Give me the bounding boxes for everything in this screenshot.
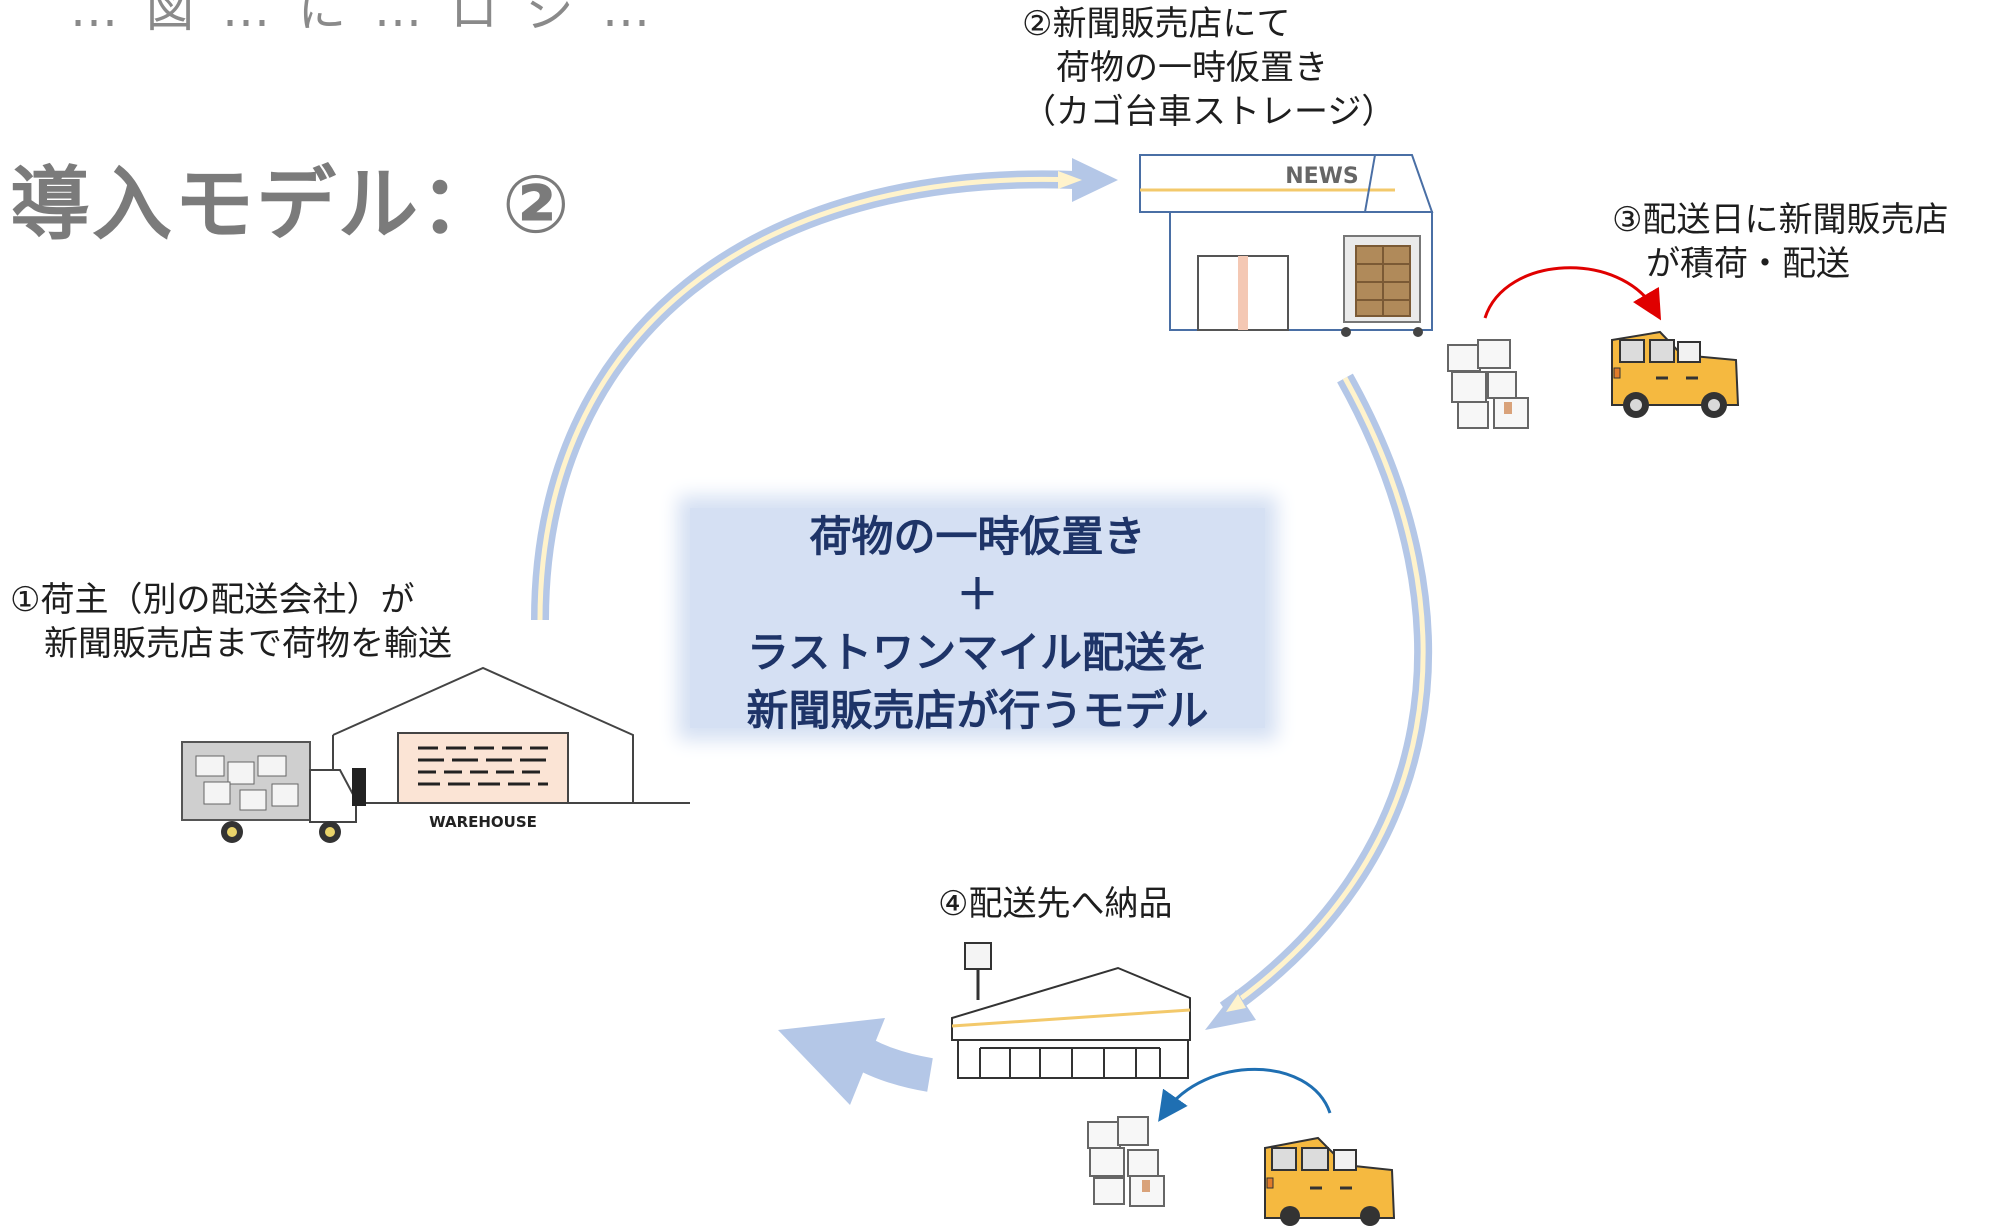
page-title: 導入モデル：②	[10, 158, 572, 251]
store-sign-text: NEWS	[1285, 164, 1359, 189]
center-summary-box: 荷物の一時仮置き ＋ ラストワンマイル配送を 新聞販売店が行うモデル	[690, 508, 1265, 735]
warehouse-illustration	[330, 666, 690, 804]
step4-label: ④配送先へ納品	[938, 882, 1172, 926]
delivery-van-top	[1611, 330, 1740, 418]
newspaper-store-illustration	[1139, 154, 1434, 337]
flow-arc-to-store	[531, 158, 1118, 621]
parcel-pile-top	[1447, 339, 1529, 429]
delivery-truck-illustration	[181, 741, 366, 843]
step4-line1: ④配送先へ納品	[938, 884, 1173, 924]
return-arrow	[778, 1018, 933, 1105]
blue-delivery-arrow	[1158, 1067, 1332, 1122]
destination-shop-illustration	[951, 942, 1191, 1079]
center-line1: 荷物の一時仮置き	[809, 512, 1146, 561]
center-line3: 新聞販売店が行うモデル	[746, 686, 1209, 735]
step2-line3: （カゴ台車ストレージ）	[1022, 92, 1396, 132]
step3-line2: が積荷・配送	[1612, 244, 1850, 284]
center-plus: ＋	[956, 570, 999, 619]
flow-arc-to-shop	[1205, 373, 1433, 1030]
delivery-van-bottom	[1264, 1136, 1396, 1226]
step1-label: ①荷主（別の配送会社）が 新聞販売店まで荷物を輸送	[10, 578, 452, 666]
warehouse-sign-text: WAREHOUSE	[429, 813, 537, 831]
step1-line2: 新聞販売店まで荷物を輸送	[10, 624, 452, 664]
step2-label: ②新聞販売店にて 荷物の一時仮置き （カゴ台車ストレージ）	[1022, 2, 1395, 134]
red-loading-arrow	[1483, 266, 1662, 321]
center-line2: ラストワンマイル配送を	[746, 628, 1209, 677]
step2-line2: 荷物の一時仮置き	[1022, 48, 1328, 88]
step3-line1: ③配送日に新聞販売店	[1612, 200, 1949, 240]
parcel-pile-bottom	[1087, 1116, 1165, 1207]
header-cutoff-text: …図…に…ロジ…	[70, 0, 679, 38]
step3-label: ③配送日に新聞販売店 が積荷・配送	[1612, 198, 1948, 286]
step2-line1: ②新聞販売店にて	[1022, 4, 1291, 44]
step1-line1: ①荷主（別の配送会社）が	[10, 580, 415, 620]
